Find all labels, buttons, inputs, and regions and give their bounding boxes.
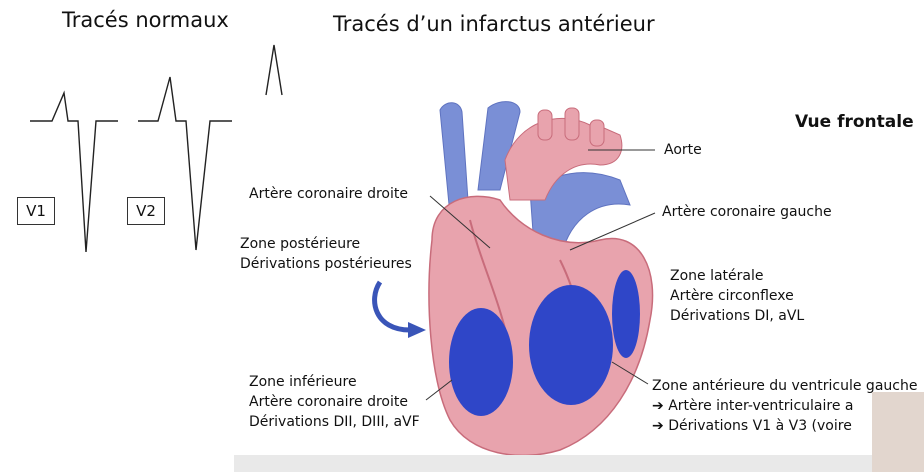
posterior-line1: Zone postérieure: [240, 234, 412, 254]
zone-lateral: [612, 270, 640, 358]
right-arrow-icon: ➔: [652, 418, 668, 434]
inferior-line3: Dérivations DII, DIII, aVF: [249, 412, 420, 432]
bottom-strip: [234, 455, 924, 472]
posterior-line2: Dérivations postérieures: [240, 254, 412, 274]
left-coronary-label: Artère coronaire gauche: [662, 202, 832, 222]
inferior-line2: Artère coronaire droite: [249, 392, 420, 412]
inferior-line1: Zone inférieure: [249, 372, 420, 392]
lateral-zone-label: Zone latérale Artère circonflexe Dérivat…: [670, 266, 804, 326]
posterior-arrow-icon: [375, 282, 410, 330]
anterior-line2: Artère inter-ventriculaire a: [668, 398, 853, 414]
view-title: Vue frontale: [795, 112, 914, 132]
right-arrow-icon: ➔: [652, 398, 668, 414]
lateral-line1: Zone latérale: [670, 266, 804, 286]
corner-overlay: [872, 392, 924, 472]
aorta-branch-3: [590, 120, 604, 146]
inferior-zone-label: Zone inférieure Artère coronaire droite …: [249, 372, 420, 432]
zone-anterior: [529, 285, 613, 405]
posterior-zone-label: Zone postérieure Dérivations postérieure…: [240, 234, 412, 274]
aorta-label: Aorte: [664, 140, 702, 160]
lateral-line2: Artère circonflexe: [670, 286, 804, 306]
zone-inferior: [449, 308, 513, 416]
aorta-branch-2: [565, 108, 579, 140]
aorta-branch-1: [538, 110, 552, 140]
lateral-line3: Dérivations DI, aVL: [670, 306, 804, 326]
anterior-line3: Dérivations V1 à V3 (voire: [668, 418, 852, 434]
posterior-arrow-head: [408, 322, 426, 338]
right-coronary-label: Artère coronaire droite: [249, 184, 408, 204]
